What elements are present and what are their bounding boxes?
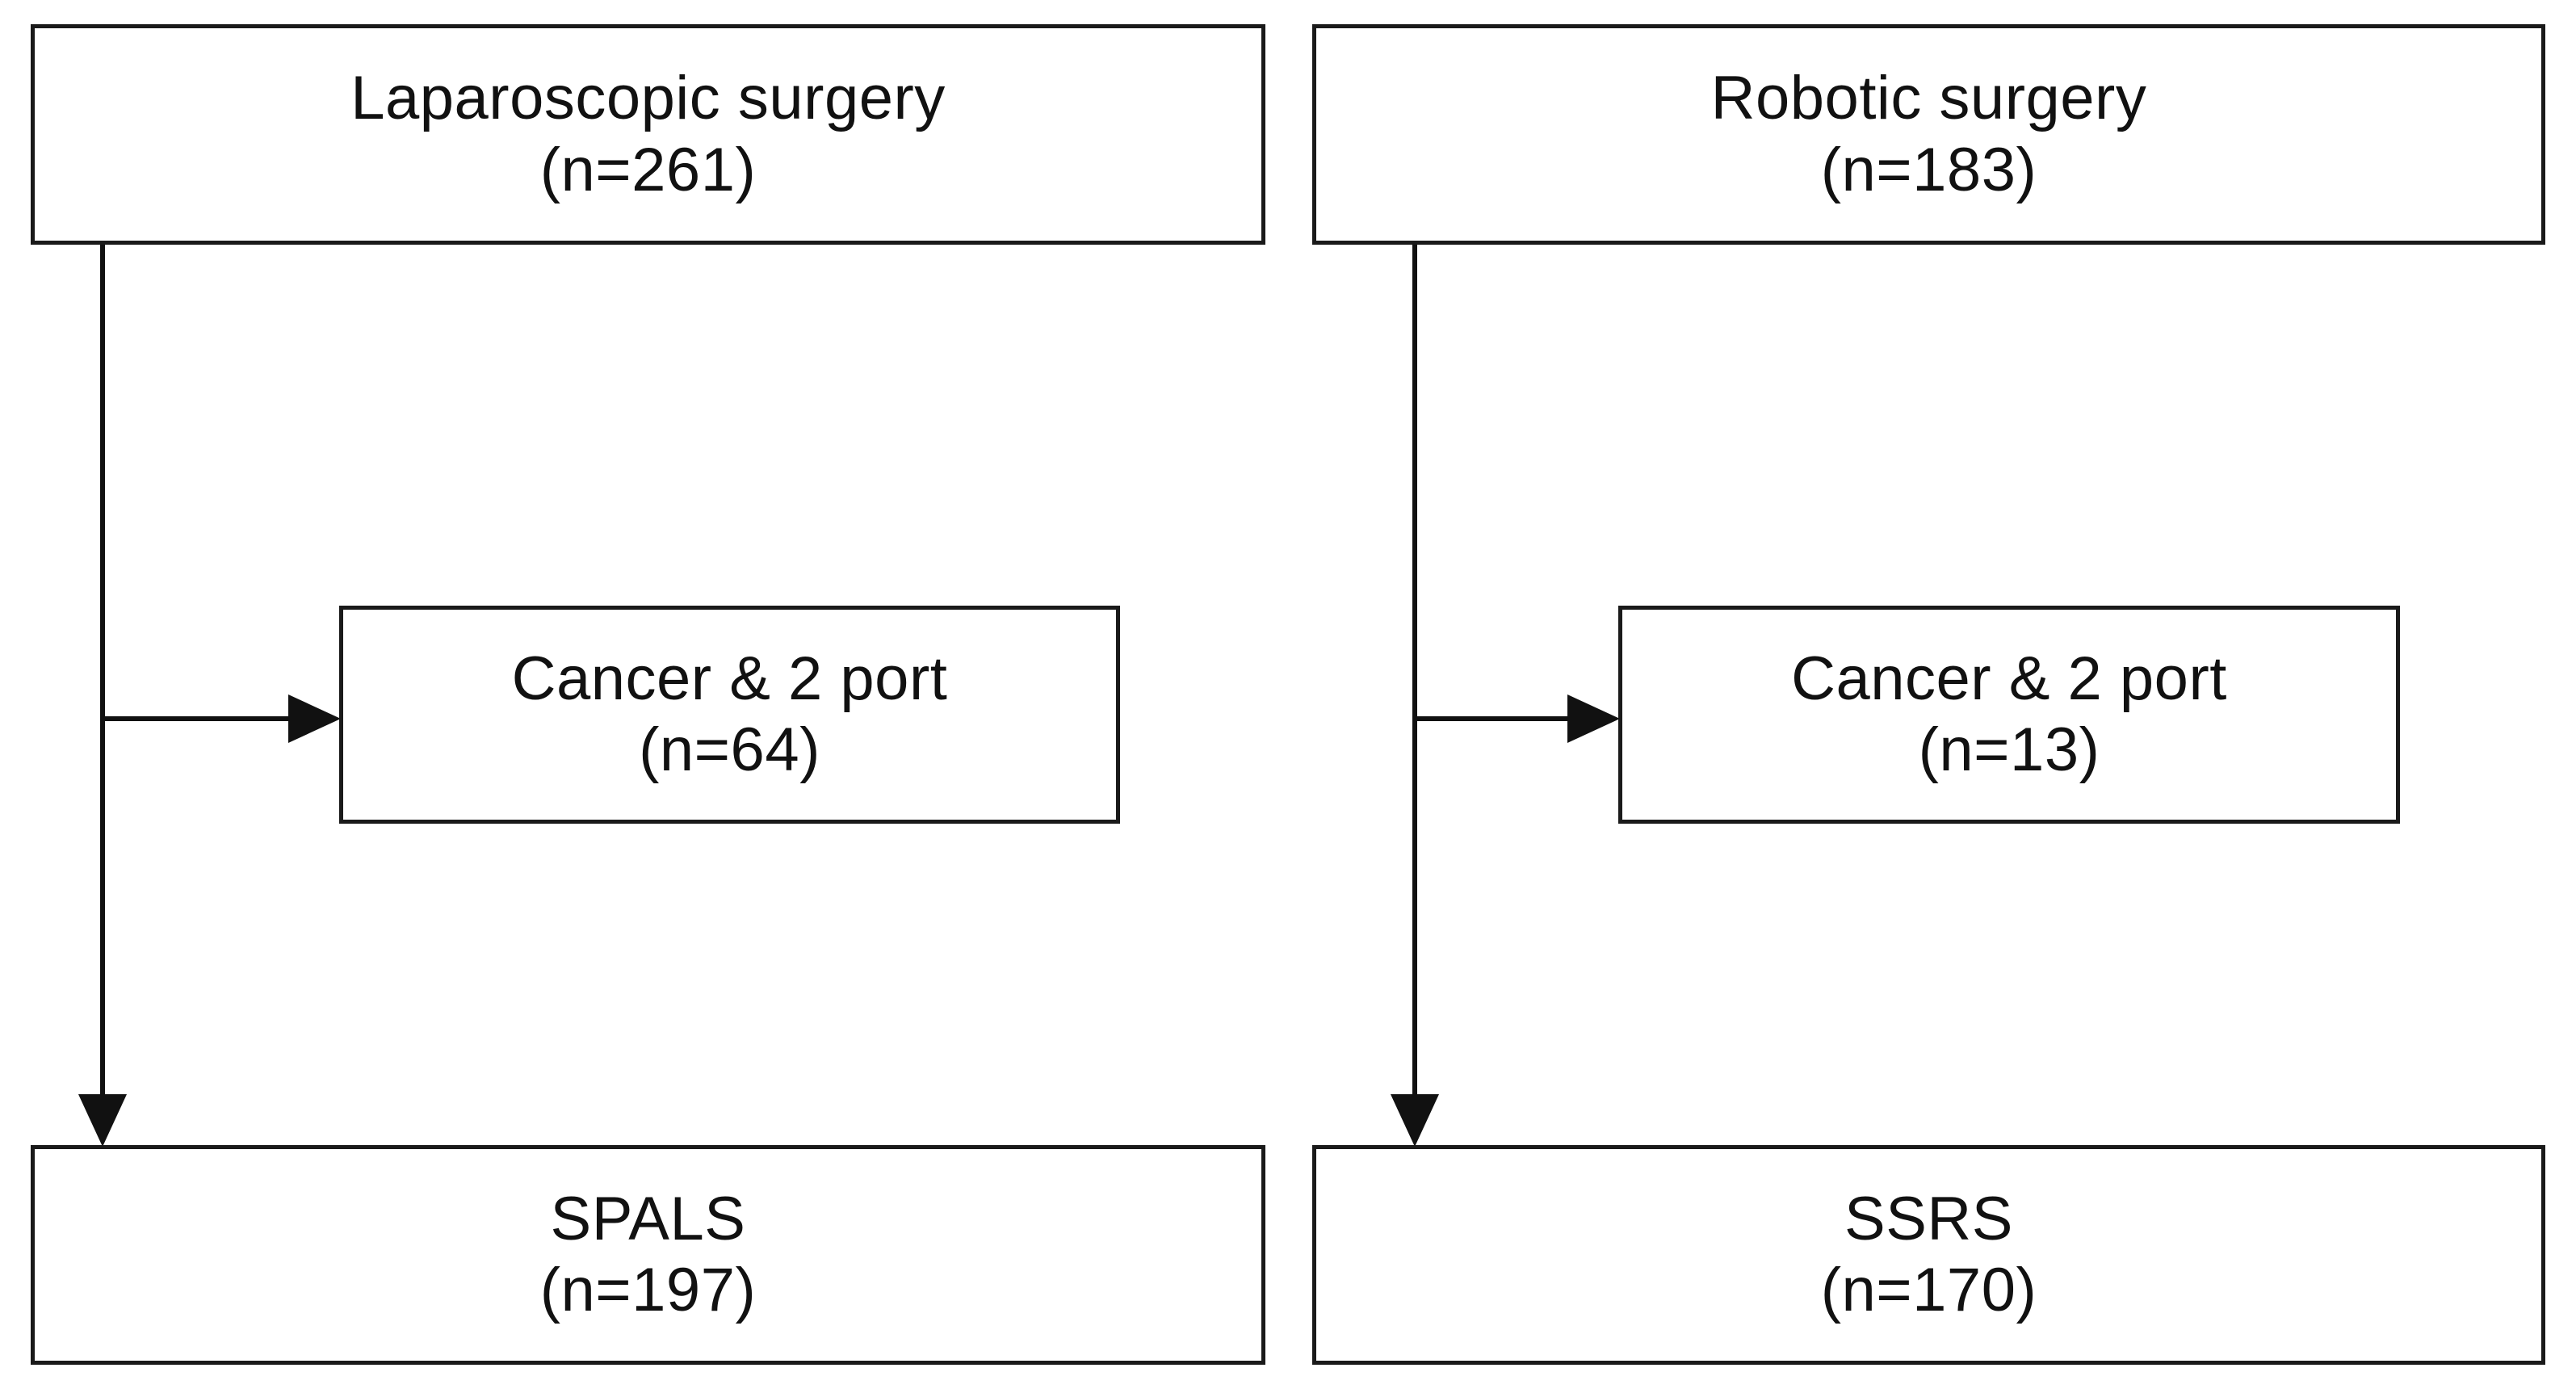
node-title: Robotic surgery	[1710, 64, 2147, 133]
node-ssrs: SSRS (n=170)	[1312, 1145, 2545, 1365]
node-laparoscopic-surgery: Laparoscopic surgery (n=261)	[31, 24, 1265, 245]
node-title: SPALS	[550, 1184, 746, 1253]
node-count: (n=64)	[639, 715, 820, 784]
connector-robotic-to-exclusion	[1415, 694, 1620, 743]
node-robotic-surgery: Robotic surgery (n=183)	[1312, 24, 2545, 245]
connector-laparoscopic-to-spals	[78, 245, 127, 1147]
connector-robotic-to-ssrs	[1391, 245, 1439, 1147]
node-title: Laparoscopic surgery	[350, 64, 946, 133]
node-title: SSRS	[1844, 1184, 2013, 1253]
node-count: (n=261)	[539, 135, 757, 204]
node-exclusion-robotic: Cancer & 2 port (n=13)	[1618, 606, 2400, 824]
node-count: (n=170)	[1820, 1256, 2037, 1324]
node-count: (n=197)	[539, 1256, 757, 1324]
node-title: Cancer & 2 port	[511, 644, 948, 713]
node-count: (n=13)	[1918, 715, 2100, 784]
connector-laparoscopic-to-exclusion	[103, 694, 341, 743]
node-spals: SPALS (n=197)	[31, 1145, 1265, 1365]
node-count: (n=183)	[1820, 135, 2037, 204]
node-exclusion-laparoscopic: Cancer & 2 port (n=64)	[339, 606, 1120, 824]
node-title: Cancer & 2 port	[1791, 644, 2227, 713]
